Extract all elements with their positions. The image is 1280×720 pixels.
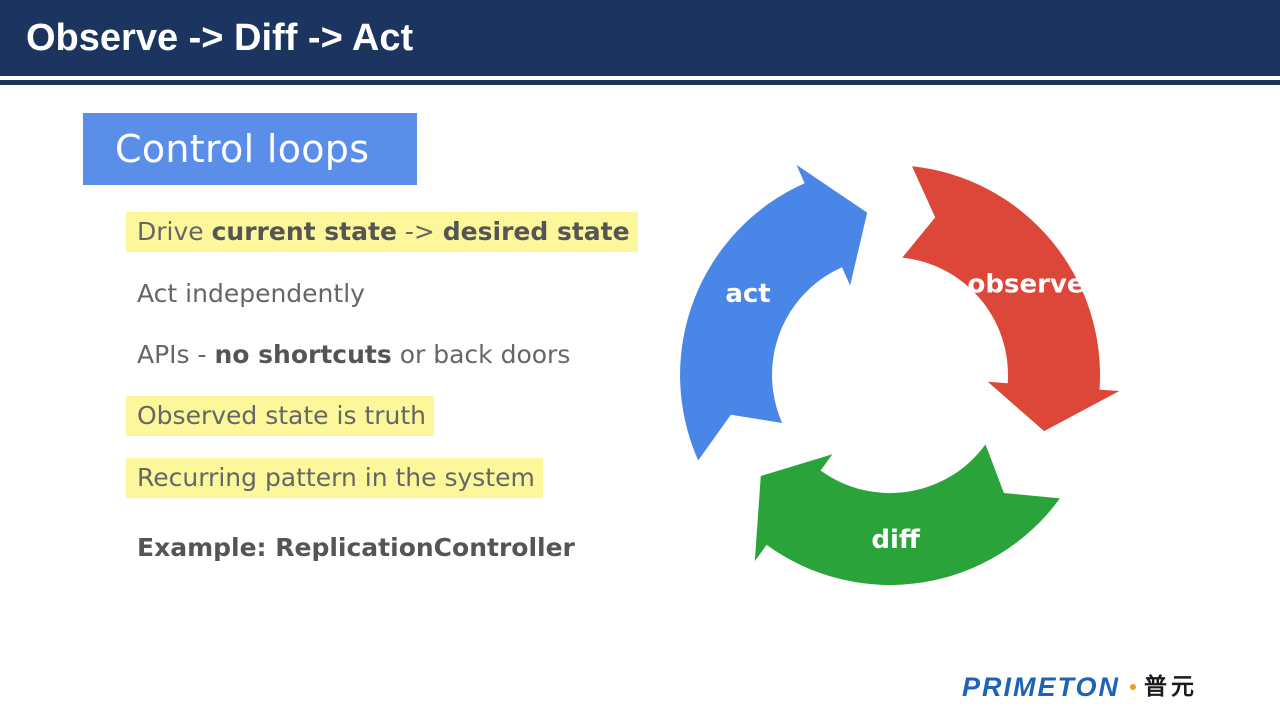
header-underline bbox=[0, 80, 1280, 85]
bullet-text: Act independently bbox=[137, 279, 365, 308]
control-loop-cycle-diagram: observe diff act bbox=[680, 164, 1120, 585]
bullet-item: Example: ReplicationController bbox=[126, 528, 583, 568]
logo-dot bbox=[1130, 684, 1137, 690]
bullet-emphasis: Example: ReplicationController bbox=[137, 533, 575, 562]
header-divider bbox=[0, 76, 1280, 80]
cycle-label-diff: diff bbox=[871, 525, 921, 555]
section-title: Control loops bbox=[115, 127, 370, 171]
cycle-label-observe: observe bbox=[968, 269, 1085, 299]
logo-wordmark: PRIMETON bbox=[962, 672, 1121, 702]
bullet-text: Recurring pattern in the system bbox=[137, 463, 535, 492]
bullet-text: Observed state is truth bbox=[137, 401, 426, 430]
bullet-item: Recurring pattern in the system bbox=[126, 458, 543, 498]
header-bar bbox=[0, 0, 1280, 76]
cycle-label-act: act bbox=[725, 279, 770, 309]
bullet-item: Drive current state -> desired state bbox=[126, 212, 638, 252]
bullet-text: or back doors bbox=[391, 340, 571, 369]
bullet-item: APIs - no shortcuts or back doors bbox=[126, 335, 578, 375]
bullet-emphasis: desired state bbox=[442, 217, 630, 246]
bullet-emphasis: no shortcuts bbox=[214, 340, 392, 369]
bullet-text: APIs - bbox=[137, 340, 215, 369]
bullet-text: Drive bbox=[137, 217, 212, 246]
bullet-emphasis: current state bbox=[211, 217, 397, 246]
bullet-item: Observed state is truth bbox=[126, 396, 434, 436]
cycle-segment-observe bbox=[902, 166, 1120, 432]
bullet-text: -> bbox=[396, 217, 443, 246]
cycle-segment-act bbox=[680, 164, 868, 461]
primeton-logo: PRIMETON 普元 bbox=[962, 670, 1198, 704]
slide-title: Observe -> Diff -> Act bbox=[26, 17, 414, 59]
logo-chinese-name: 普元 bbox=[1144, 674, 1199, 700]
cycle-segment-diff bbox=[754, 444, 1060, 585]
bullet-item: Act independently bbox=[126, 274, 373, 314]
section-title-box bbox=[83, 113, 417, 185]
